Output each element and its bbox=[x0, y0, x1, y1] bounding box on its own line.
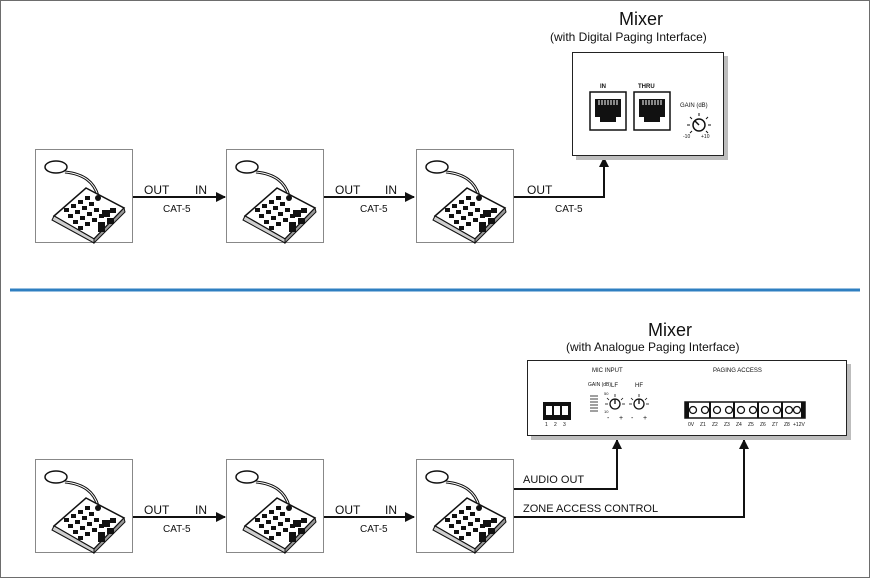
paging-station-bottom-1 bbox=[35, 459, 133, 554]
in-label: IN bbox=[600, 84, 606, 90]
thru-label: THRU bbox=[638, 84, 655, 90]
paging-microphone-icon bbox=[234, 159, 318, 244]
mic-pin-2: 2 bbox=[554, 422, 557, 428]
paging-microphone-icon bbox=[43, 469, 127, 554]
lf-knob-icon bbox=[605, 394, 625, 410]
link-top-3-cable: CAT-5 bbox=[555, 204, 583, 215]
mic-gain-slider-icon bbox=[590, 395, 598, 412]
mic-terminal-icon bbox=[543, 402, 571, 420]
paging-station-top-2 bbox=[226, 149, 324, 244]
link-top-3-out: OUT bbox=[527, 183, 553, 197]
link-bottom-2-in: IN bbox=[385, 503, 397, 517]
gain-min-label: -10 bbox=[683, 134, 691, 140]
mixer-subtitle-top: (with Digital Paging Interface) bbox=[550, 30, 707, 44]
cable-zone-access bbox=[514, 439, 749, 518]
gain-scale-50: 50 bbox=[604, 391, 609, 396]
hf-plus: + bbox=[643, 415, 648, 422]
link-top-2-out: OUT bbox=[335, 183, 361, 197]
hf-minus: - bbox=[631, 415, 634, 422]
paging-station-top-3 bbox=[416, 149, 514, 244]
lf-plus: + bbox=[619, 415, 624, 422]
terminal-z5: Z5 bbox=[748, 422, 754, 428]
mic-pin-1: 1 bbox=[545, 422, 548, 428]
lf-minus: - bbox=[607, 415, 610, 422]
terminal-z2: Z2 bbox=[712, 422, 718, 428]
terminal-12v: +12V bbox=[793, 422, 805, 428]
cable-audio-out bbox=[514, 439, 622, 490]
gain-max-label: +10 bbox=[701, 134, 710, 140]
mixer-subtitle-bottom: (with Analogue Paging Interface) bbox=[566, 340, 740, 354]
link-top-1-in: IN bbox=[195, 183, 207, 197]
paging-station-top-1 bbox=[35, 149, 133, 244]
terminal-block-icon bbox=[684, 401, 806, 419]
rj45-in-icon bbox=[589, 91, 627, 131]
paging-microphone-icon bbox=[424, 469, 508, 554]
digital-paging-panel: IN THRU GAIN (dB) -10 +10 bbox=[572, 52, 724, 156]
link-top-1-cable: CAT-5 bbox=[163, 204, 191, 215]
rj45-thru-icon bbox=[633, 91, 671, 131]
terminal-z3: Z3 bbox=[724, 422, 730, 428]
link-bottom-2-out: OUT bbox=[335, 503, 361, 517]
lf-label: LF bbox=[611, 383, 619, 389]
mixer-title-top: Mixer bbox=[619, 9, 663, 29]
link-bottom-2-cable: CAT-5 bbox=[360, 524, 388, 535]
terminal-z1: Z1 bbox=[700, 422, 706, 428]
terminal-z7: Z7 bbox=[772, 422, 778, 428]
gain-label: GAIN (dB) bbox=[680, 103, 708, 109]
paging-access-label: PAGING ACCESS bbox=[713, 368, 762, 374]
mixer-title-bottom: Mixer bbox=[648, 320, 692, 340]
terminal-z8: Z8 bbox=[784, 422, 790, 428]
analogue-paging-panel: MIC INPUT PAGING ACCESS 1 2 3 GAIN (dB) … bbox=[527, 360, 847, 436]
mic-input-label: MIC INPUT bbox=[592, 368, 623, 374]
hf-label: HF bbox=[635, 383, 643, 389]
link-bottom-1-cable: CAT-5 bbox=[163, 524, 191, 535]
terminal-z4: Z4 bbox=[736, 422, 742, 428]
link-bottom-1-in: IN bbox=[195, 503, 207, 517]
mic-gain-label: GAIN (dB) bbox=[588, 382, 612, 388]
paging-microphone-icon bbox=[43, 159, 127, 244]
terminal-z6: Z6 bbox=[760, 422, 766, 428]
link-top-2-cable: CAT-5 bbox=[360, 204, 388, 215]
terminal-0v: 0V bbox=[688, 422, 695, 428]
paging-microphone-icon bbox=[234, 469, 318, 554]
audio-out-label: AUDIO OUT bbox=[523, 474, 585, 486]
link-top-2-in: IN bbox=[385, 183, 397, 197]
paging-station-bottom-2 bbox=[226, 459, 324, 554]
mic-pin-3: 3 bbox=[563, 422, 566, 428]
paging-microphone-icon bbox=[424, 159, 508, 244]
link-bottom-1-out: OUT bbox=[144, 503, 170, 517]
paging-station-bottom-3 bbox=[416, 459, 514, 554]
gain-knob-icon bbox=[687, 113, 711, 134]
zone-access-label: ZONE ACCESS CONTROL bbox=[523, 503, 659, 515]
cable-top-3 bbox=[514, 157, 609, 198]
gain-scale-10: 10 bbox=[604, 409, 609, 414]
hf-knob-icon bbox=[629, 394, 649, 410]
link-top-1-out: OUT bbox=[144, 183, 170, 197]
